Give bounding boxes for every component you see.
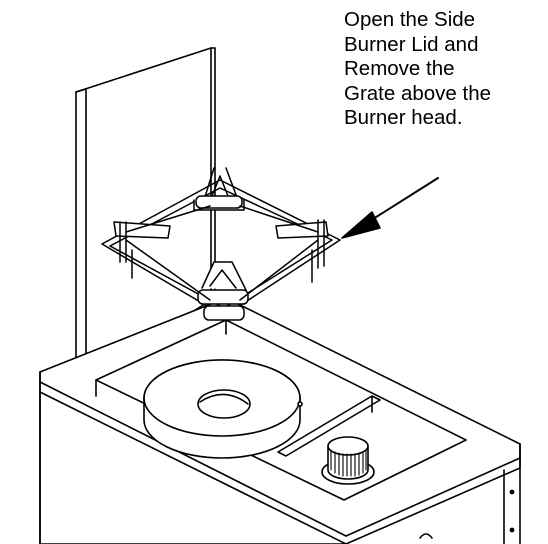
arrow-pointer (341, 177, 439, 239)
control-knob (321, 436, 375, 485)
burner-base (143, 359, 303, 459)
instruction-line: Burner Lid and (344, 32, 479, 56)
instruction-text: Open the Side Burner Lid and Remove the … (344, 8, 548, 131)
instruction-line: Remove the (344, 57, 455, 80)
instruction-line: Open the Side (344, 8, 476, 31)
grate (101, 167, 341, 321)
instruction-line: Burner head. (344, 106, 463, 129)
instruction-line: Grate above the (344, 81, 492, 105)
